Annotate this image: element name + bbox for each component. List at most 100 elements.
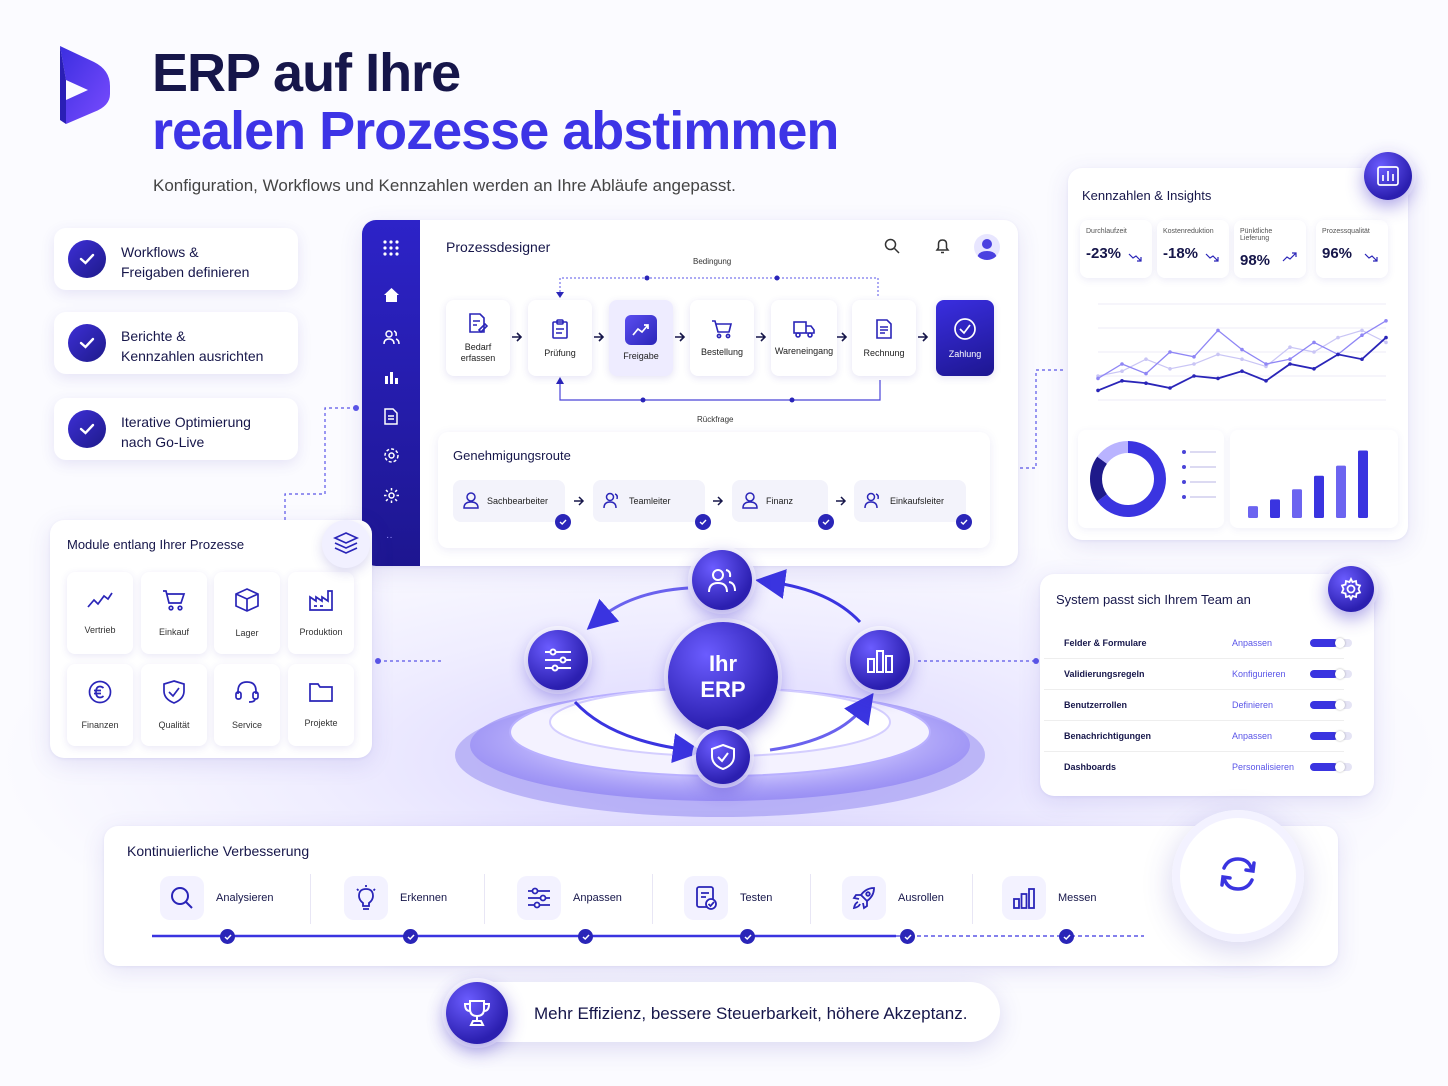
- trend-icon: [87, 591, 113, 611]
- improve-step-label: Erkennen: [400, 892, 448, 904]
- insights-badge-icon[interactable]: [1364, 152, 1412, 200]
- avatar[interactable]: [974, 234, 1000, 260]
- bar-chart-svg: [1248, 450, 1368, 518]
- route-step-2[interactable]: Teamleiter: [593, 480, 711, 530]
- check-icon: [555, 514, 571, 530]
- step-freigabe[interactable]: Freigabe: [609, 300, 673, 376]
- row-toggle[interactable]: [1310, 638, 1352, 648]
- module-projekte[interactable]: Projekte: [288, 664, 354, 746]
- route-label: Einkaufsleiter: [890, 496, 945, 506]
- module-finanzen[interactable]: Finanzen: [67, 664, 133, 746]
- folder-icon: [309, 682, 333, 704]
- bell-icon[interactable]: [935, 238, 950, 259]
- home-icon[interactable]: [383, 287, 400, 308]
- line-point: [1120, 369, 1124, 373]
- step-label: Zahlung: [948, 349, 982, 359]
- module-label: Einkauf: [158, 627, 190, 637]
- step-rechnung[interactable]: Rechnung: [852, 300, 916, 376]
- trend-up-icon: [1282, 252, 1297, 262]
- row-toggle[interactable]: [1310, 669, 1352, 679]
- grid-menu-icon[interactable]: [383, 240, 399, 261]
- improve-step-label: Ausrollen: [898, 892, 944, 904]
- route-label: Teamleiter: [629, 496, 671, 506]
- line-point: [1216, 352, 1220, 357]
- improve-step-erkennen[interactable]: Erkennen: [344, 876, 447, 920]
- row-action-link[interactable]: Anpassen: [1232, 731, 1273, 741]
- measure-chart-icon: [1002, 876, 1046, 920]
- benefit-card-2: Berichte & Kennzahlen ausrichten: [54, 312, 298, 374]
- erp-users-node[interactable]: [692, 550, 752, 610]
- improve-step-ausrollen[interactable]: Ausrollen: [842, 876, 944, 920]
- erp-core-line1: Ihr: [708, 651, 738, 676]
- collapse-icon[interactable]: ··: [386, 532, 393, 543]
- step-zahlung[interactable]: Zahlung: [936, 300, 994, 376]
- kpi-label: Prozessqualität: [1322, 228, 1370, 235]
- module-vertrieb[interactable]: Vertrieb: [67, 572, 133, 654]
- erp-core[interactable]: Ihr ERP: [668, 622, 778, 732]
- trend-down-icon: [1364, 253, 1378, 262]
- step-wareneingang[interactable]: Wareneingang: [771, 300, 837, 376]
- row-toggle[interactable]: [1310, 762, 1352, 772]
- modules-badge-icon[interactable]: [322, 520, 370, 568]
- step-bedarf[interactable]: Bedarf erfassen: [446, 300, 510, 376]
- improve-step-anpassen[interactable]: Anpassen: [517, 876, 622, 920]
- benefit-line2: Freigaben definieren: [121, 264, 250, 280]
- bar: [1248, 506, 1258, 518]
- progress-check-dot: [403, 929, 418, 944]
- check-circle-icon: [953, 317, 977, 343]
- improve-step-analysieren[interactable]: Analysieren: [160, 876, 273, 920]
- search-icon[interactable]: [884, 238, 900, 259]
- module-qualitaet[interactable]: Qualität: [141, 664, 207, 746]
- users-icon[interactable]: [383, 329, 400, 350]
- modules-title: Module entlang Ihrer Prozesse: [67, 537, 245, 552]
- route-step-3[interactable]: Finanz: [732, 480, 834, 530]
- factory-icon: [309, 589, 333, 613]
- improve-step-testen[interactable]: Testen: [684, 876, 772, 920]
- row-name: Benachrichtigungen: [1064, 731, 1152, 741]
- progress-check-dot: [1059, 929, 1074, 944]
- row-toggle[interactable]: [1310, 731, 1352, 741]
- module-produktion[interactable]: Produktion: [288, 572, 354, 654]
- route-step-4[interactable]: Einkaufsleiter: [854, 480, 972, 530]
- line-point: [1360, 333, 1364, 337]
- line-point: [1096, 388, 1100, 393]
- settings-icon[interactable]: [383, 447, 400, 469]
- route-step-1[interactable]: Sachbearbeiter: [453, 480, 571, 530]
- line-point: [1384, 340, 1388, 345]
- row-toggle[interactable]: [1310, 700, 1352, 710]
- line-point: [1168, 367, 1172, 371]
- chart-icon[interactable]: [384, 369, 399, 389]
- route-title: Genehmigungsroute: [453, 448, 571, 463]
- check-icon: [68, 240, 106, 278]
- line-point: [1120, 362, 1124, 366]
- erp-cycle-arrows: [573, 569, 874, 763]
- erp-config-node[interactable]: [528, 630, 588, 690]
- document-icon[interactable]: [384, 408, 398, 430]
- module-einkauf[interactable]: Einkauf: [141, 572, 207, 654]
- shield-check-icon: [163, 680, 185, 706]
- benefit-banner: Mehr Effizienz, bessere Steuerbarkeit, h…: [448, 982, 1000, 1042]
- legend-line: [1190, 466, 1216, 468]
- row-action-link[interactable]: Personalisieren: [1232, 762, 1295, 772]
- team-settings-icon[interactable]: [1328, 566, 1374, 612]
- step-label: Bedarf erfassen: [460, 342, 496, 363]
- step-label: Rechnung: [863, 348, 905, 358]
- row-action-link[interactable]: Konfigurieren: [1232, 669, 1286, 679]
- team-title: System passt sich Ihrem Team an: [1056, 592, 1251, 607]
- step-bestellung[interactable]: Bestellung: [690, 300, 754, 376]
- erp-security-node[interactable]: [696, 730, 750, 784]
- banner-text: Mehr Effizienz, bessere Steuerbarkeit, h…: [534, 1004, 968, 1023]
- refresh-cycle-button[interactable]: [1172, 810, 1304, 942]
- trend-down-icon: [1205, 253, 1219, 262]
- module-service[interactable]: Service: [214, 664, 280, 746]
- erp-analytics-node[interactable]: [850, 630, 910, 690]
- row-action-link[interactable]: Anpassen: [1232, 638, 1273, 648]
- gear-icon[interactable]: [383, 487, 400, 509]
- module-lager[interactable]: Lager: [214, 572, 280, 654]
- improve-step-messen[interactable]: Messen: [1002, 876, 1097, 920]
- donut-slice: [1097, 441, 1166, 517]
- row-action-link[interactable]: Definieren: [1232, 700, 1274, 710]
- step-pruefung[interactable]: Prüfung: [528, 300, 592, 376]
